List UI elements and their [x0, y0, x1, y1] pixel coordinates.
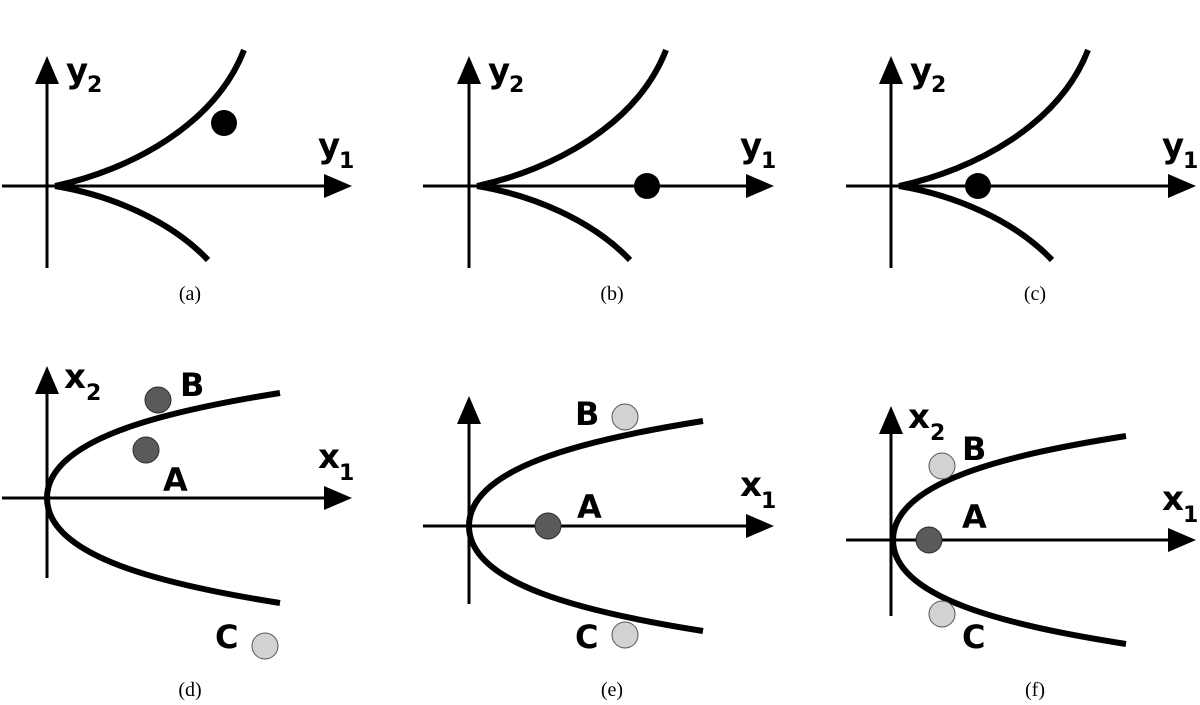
- panel-f-parabola: [889, 433, 1127, 647]
- panel-e-point-a: [534, 512, 562, 540]
- panel-f-x-subscript: 1: [1183, 503, 1198, 528]
- panel-a-y-arrow-icon: [35, 56, 59, 84]
- panel-e-point-b: [611, 403, 639, 431]
- panel-f-caption: (f): [1025, 679, 1045, 701]
- panel-b-x-subscript: 1: [761, 149, 776, 174]
- panel-d-y-arrow-icon: [35, 366, 59, 394]
- panel-b-x-arrow-icon: [746, 174, 774, 198]
- panel-a: y 2 y 1 (a): [2, 48, 354, 305]
- panel-c-upper-curve: [898, 48, 1091, 189]
- panel-f: B A C x 2 x 1 (f): [846, 397, 1198, 701]
- panel-b-upper-curve: [476, 48, 669, 189]
- panel-c-y-label: y: [910, 51, 932, 91]
- panel-d-x-arrow-icon: [324, 486, 352, 510]
- panel-d-label-b: B: [180, 366, 204, 404]
- panel-a-y-label: y: [66, 51, 88, 91]
- panel-b-lower-curve: [476, 183, 633, 263]
- panel-a-y-subscript: 2: [87, 73, 102, 98]
- panel-c-x-subscript: 1: [1183, 149, 1198, 174]
- panel-f-x-arrow-icon: [1168, 528, 1196, 552]
- panel-d-x-label: x: [318, 437, 340, 477]
- panel-c-x-arrow-icon: [1168, 174, 1196, 198]
- panel-b-y-label: y: [488, 51, 510, 91]
- panel-d-point-c: [251, 632, 279, 660]
- panel-d-caption: (d): [178, 679, 201, 701]
- panel-f-y-label: x: [908, 397, 930, 437]
- panel-c-y-arrow-icon: [879, 56, 903, 84]
- panel-a-upper-curve: [54, 48, 247, 189]
- panel-c-point: [965, 173, 991, 199]
- panel-a-x-arrow-icon: [324, 174, 352, 198]
- panel-a-x-subscript: 1: [339, 149, 354, 174]
- panel-b-point: [634, 173, 660, 199]
- panel-d-label-a: A: [163, 461, 188, 499]
- panel-a-lower-curve: [54, 183, 211, 263]
- panel-e-y-arrow-icon: [457, 396, 481, 424]
- panel-e-caption: (e): [601, 679, 623, 701]
- panel-b-y-subscript: 2: [509, 73, 524, 98]
- panel-d: B A C x 2 x 1 (d): [2, 357, 354, 701]
- panel-f-label-c: C: [962, 618, 985, 656]
- panel-a-point: [211, 110, 237, 136]
- panel-b-y-arrow-icon: [457, 56, 481, 84]
- panel-b-x-label: y: [740, 126, 762, 166]
- panel-f-point-b: [928, 452, 956, 480]
- panel-e-label-a: A: [577, 488, 602, 526]
- panel-d-label-c: C: [215, 618, 238, 656]
- panel-a-caption: (a): [179, 283, 201, 305]
- panel-e-point-c: [611, 621, 639, 649]
- panel-f-x-label: x: [1162, 479, 1184, 519]
- panel-f-point-a: [915, 526, 943, 554]
- panel-d-point-a: [132, 436, 160, 464]
- panel-b: y 2 y 1 (b): [423, 48, 776, 305]
- panel-f-y-subscript: 2: [930, 421, 945, 446]
- panel-d-y-subscript: 2: [86, 381, 101, 406]
- panel-f-label-a: A: [962, 498, 987, 536]
- panel-f-label-b: B: [962, 430, 986, 468]
- panel-e-x-arrow-icon: [746, 514, 774, 538]
- panel-f-y-arrow-icon: [879, 406, 903, 434]
- panel-c-x-label: y: [1162, 126, 1184, 166]
- panel-d-parabola: [43, 390, 281, 606]
- panel-e-parabola: [465, 418, 704, 634]
- panel-f-point-c: [928, 600, 956, 628]
- panel-c: y 2 y 1 (c): [846, 48, 1198, 305]
- panel-c-y-subscript: 2: [931, 73, 946, 98]
- panel-b-caption: (b): [600, 283, 623, 305]
- panel-e-x-subscript: 1: [761, 489, 776, 514]
- panel-d-point-b: [144, 386, 172, 414]
- panel-d-y-label: x: [64, 357, 86, 397]
- panel-d-x-subscript: 1: [339, 461, 354, 486]
- panel-a-x-label: y: [318, 126, 340, 166]
- panel-e: B A C x 1 (e): [423, 395, 776, 701]
- panel-e-label-b: B: [575, 395, 599, 433]
- panel-e-label-c: C: [575, 618, 598, 656]
- panel-c-caption: (c): [1024, 283, 1046, 305]
- panel-c-lower-curve: [898, 183, 1055, 263]
- panel-e-x-label: x: [740, 465, 762, 505]
